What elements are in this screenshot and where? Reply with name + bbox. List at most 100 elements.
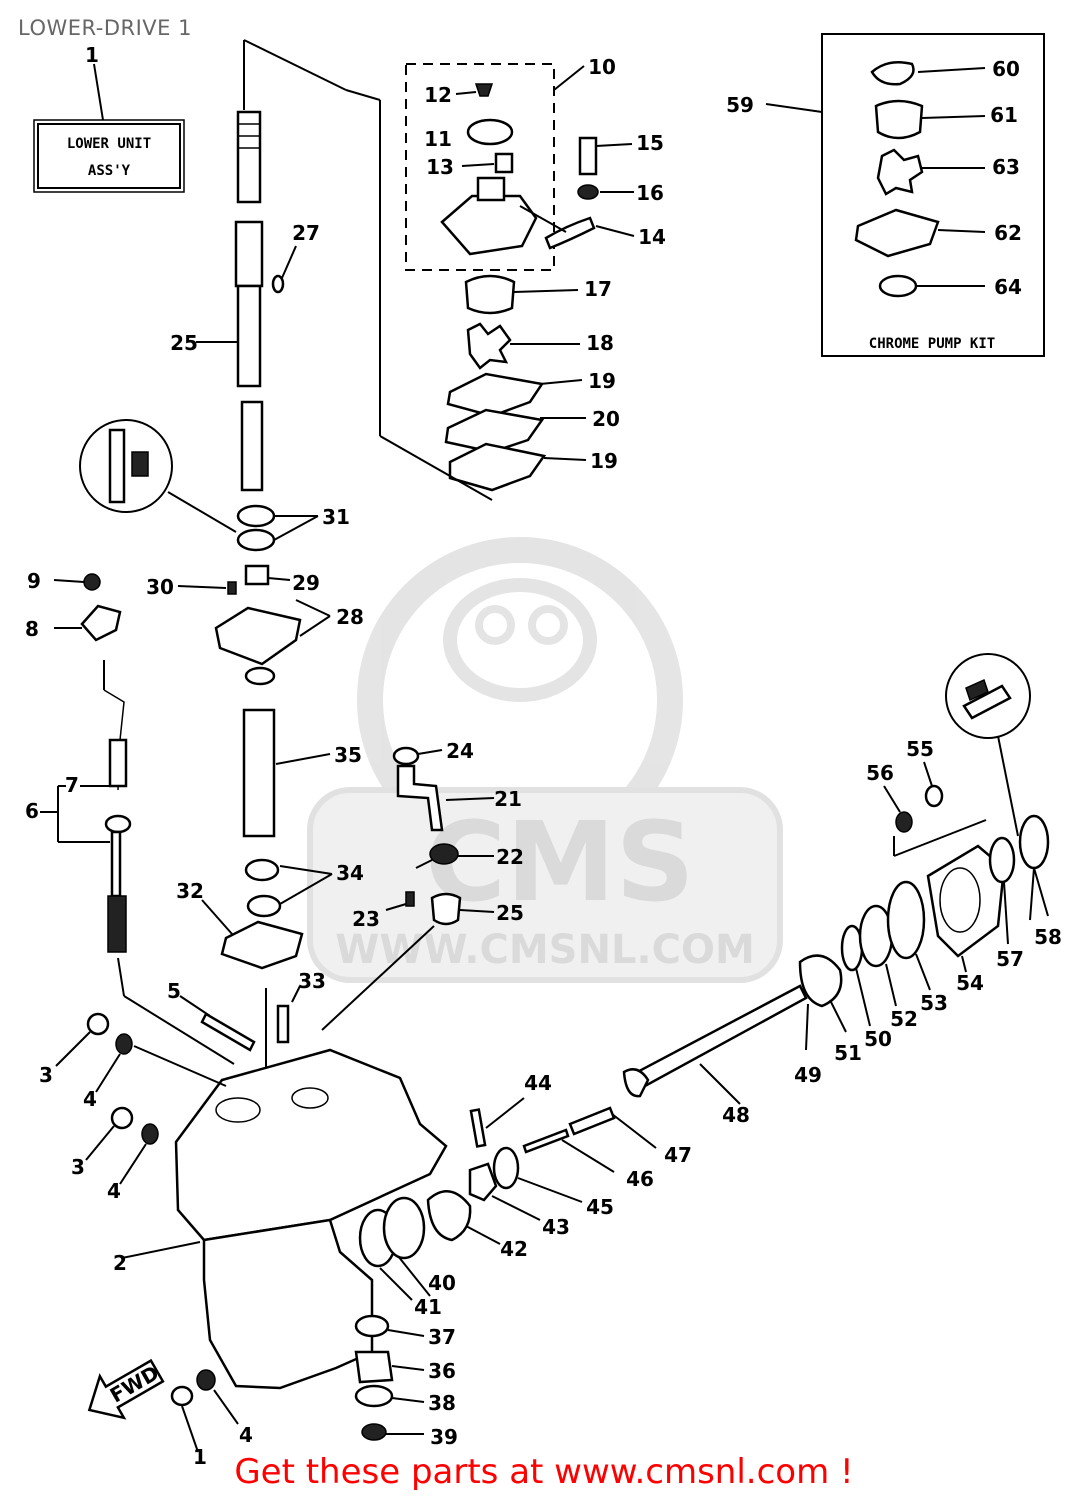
callout-60: 60 — [992, 57, 1020, 81]
callout-43: 43 — [542, 1215, 570, 1239]
callout-56: 56 — [866, 761, 894, 785]
pump-sleeve — [494, 152, 514, 174]
callout-24: 24 — [446, 739, 474, 763]
drive-shaft-mid — [234, 220, 264, 288]
detail-circle-key — [945, 653, 1031, 739]
fwd-arrow: FWD — [87, 1358, 165, 1420]
callout-33: 33 — [298, 969, 326, 993]
callout-62: 62 — [994, 221, 1022, 245]
shift-rod-end — [107, 895, 127, 953]
callout-40: 40 — [428, 1271, 456, 1295]
callout-63: 63 — [992, 155, 1020, 179]
callout-11: 11 — [424, 127, 452, 151]
callout-32: 32 — [176, 879, 204, 903]
shift-rod-6 — [110, 830, 122, 898]
drive-shaft-lower-spline — [240, 400, 264, 492]
spring-45 — [492, 1146, 520, 1190]
drive-shaft-pin — [271, 274, 285, 294]
water-tube-21 — [396, 764, 444, 832]
bearing-40 — [382, 1196, 426, 1260]
shift-rod-joint-7 — [108, 738, 128, 788]
callout-18: 18 — [586, 331, 614, 355]
bolt-3-upper — [86, 1012, 110, 1036]
pump-pipe — [544, 216, 596, 250]
callout-bottom-1: 1 — [193, 1445, 207, 1469]
bushing-29 — [244, 564, 270, 586]
seal-housing-32 — [220, 920, 304, 970]
get-parts-link[interactable]: Get these parts at www.cmsnl.com ! — [234, 1452, 854, 1492]
pump-gasket-upper — [446, 372, 545, 418]
callout-8: 8 — [25, 617, 39, 641]
spring-47 — [568, 1106, 616, 1136]
callout-7: 7 — [65, 773, 79, 797]
propeller-shaft-48 — [624, 984, 808, 1094]
pump-gasket-lower — [448, 442, 547, 492]
dowel-23 — [405, 891, 415, 907]
pump-outer-plate — [444, 408, 545, 454]
callout-5: 5 — [167, 979, 181, 1003]
callout-49: 49 — [794, 1063, 822, 1087]
water-tube-group — [321, 746, 495, 1031]
callout-46: 46 — [626, 1167, 654, 1191]
pin-44 — [469, 1108, 487, 1148]
watermark-brand: CMS — [425, 798, 694, 926]
water-pump-group — [345, 63, 635, 501]
pump-washer — [577, 184, 599, 200]
pump-outer-case — [464, 274, 516, 315]
dowel-30 — [227, 581, 237, 595]
callout-35: 35 — [334, 743, 362, 767]
callout-19b: 19 — [590, 449, 618, 473]
callout-41: 41 — [414, 1295, 442, 1319]
grommet-25 — [430, 892, 462, 926]
pump-screw — [474, 83, 494, 97]
callout-54: 54 — [956, 971, 984, 995]
callout-9: 9 — [27, 569, 41, 593]
washer-4-lower — [141, 1123, 159, 1145]
dowel-33 — [276, 1004, 290, 1044]
bolt-3-lower — [110, 1106, 134, 1130]
callout-51: 51 — [834, 1041, 862, 1065]
callout-48: 48 — [722, 1103, 750, 1127]
bolt-55 — [924, 784, 944, 808]
shift-lever-8 — [80, 604, 122, 642]
oil-seal-58 — [1018, 814, 1050, 870]
callout-27: 27 — [292, 221, 320, 245]
callout-13: 13 — [426, 155, 454, 179]
callout-4b: 4 — [107, 1179, 121, 1203]
callout-30: 30 — [146, 575, 174, 599]
pump-bolt — [578, 136, 598, 176]
callout-50: 50 — [864, 1027, 892, 1051]
pump-kit-housing — [874, 99, 924, 140]
chrome-pump-kit-label: CHROME PUMP KIT — [869, 336, 995, 352]
callout-39: 39 — [430, 1425, 458, 1449]
cms-watermark: CMS WWW.CMSNL.COM — [307, 537, 783, 983]
cam-36 — [354, 1350, 394, 1384]
callout-34: 34 — [336, 861, 364, 885]
oil-seal-upper — [244, 858, 280, 882]
o-ring-53 — [886, 880, 926, 960]
callout-61: 61 — [990, 103, 1018, 127]
callout-4a: 4 — [83, 1087, 97, 1111]
callout-16: 16 — [636, 181, 664, 205]
page-title: LOWER-DRIVE 1 — [18, 16, 192, 40]
callout-52: 52 — [890, 1007, 918, 1031]
pump-impeller — [466, 322, 512, 370]
callout-17: 17 — [584, 277, 612, 301]
callout-3a: 3 — [39, 1063, 53, 1087]
pump-kit-seal — [878, 274, 918, 298]
detail-circle-pin — [79, 419, 173, 513]
shift-rod-group — [40, 573, 235, 1065]
callout-3b: 3 — [71, 1155, 85, 1179]
callout-38: 38 — [428, 1391, 456, 1415]
callout-14: 14 — [638, 225, 666, 249]
callout-55: 55 — [906, 737, 934, 761]
callout-22: 22 — [496, 845, 524, 869]
callout-59: 59 — [726, 93, 754, 117]
callout-12: 12 — [424, 83, 452, 107]
callout-23: 23 — [352, 907, 380, 931]
callout-15: 15 — [636, 131, 664, 155]
callout-19a: 19 — [588, 369, 616, 393]
shift-plate-5 — [200, 1012, 256, 1052]
callout-31: 31 — [322, 505, 350, 529]
